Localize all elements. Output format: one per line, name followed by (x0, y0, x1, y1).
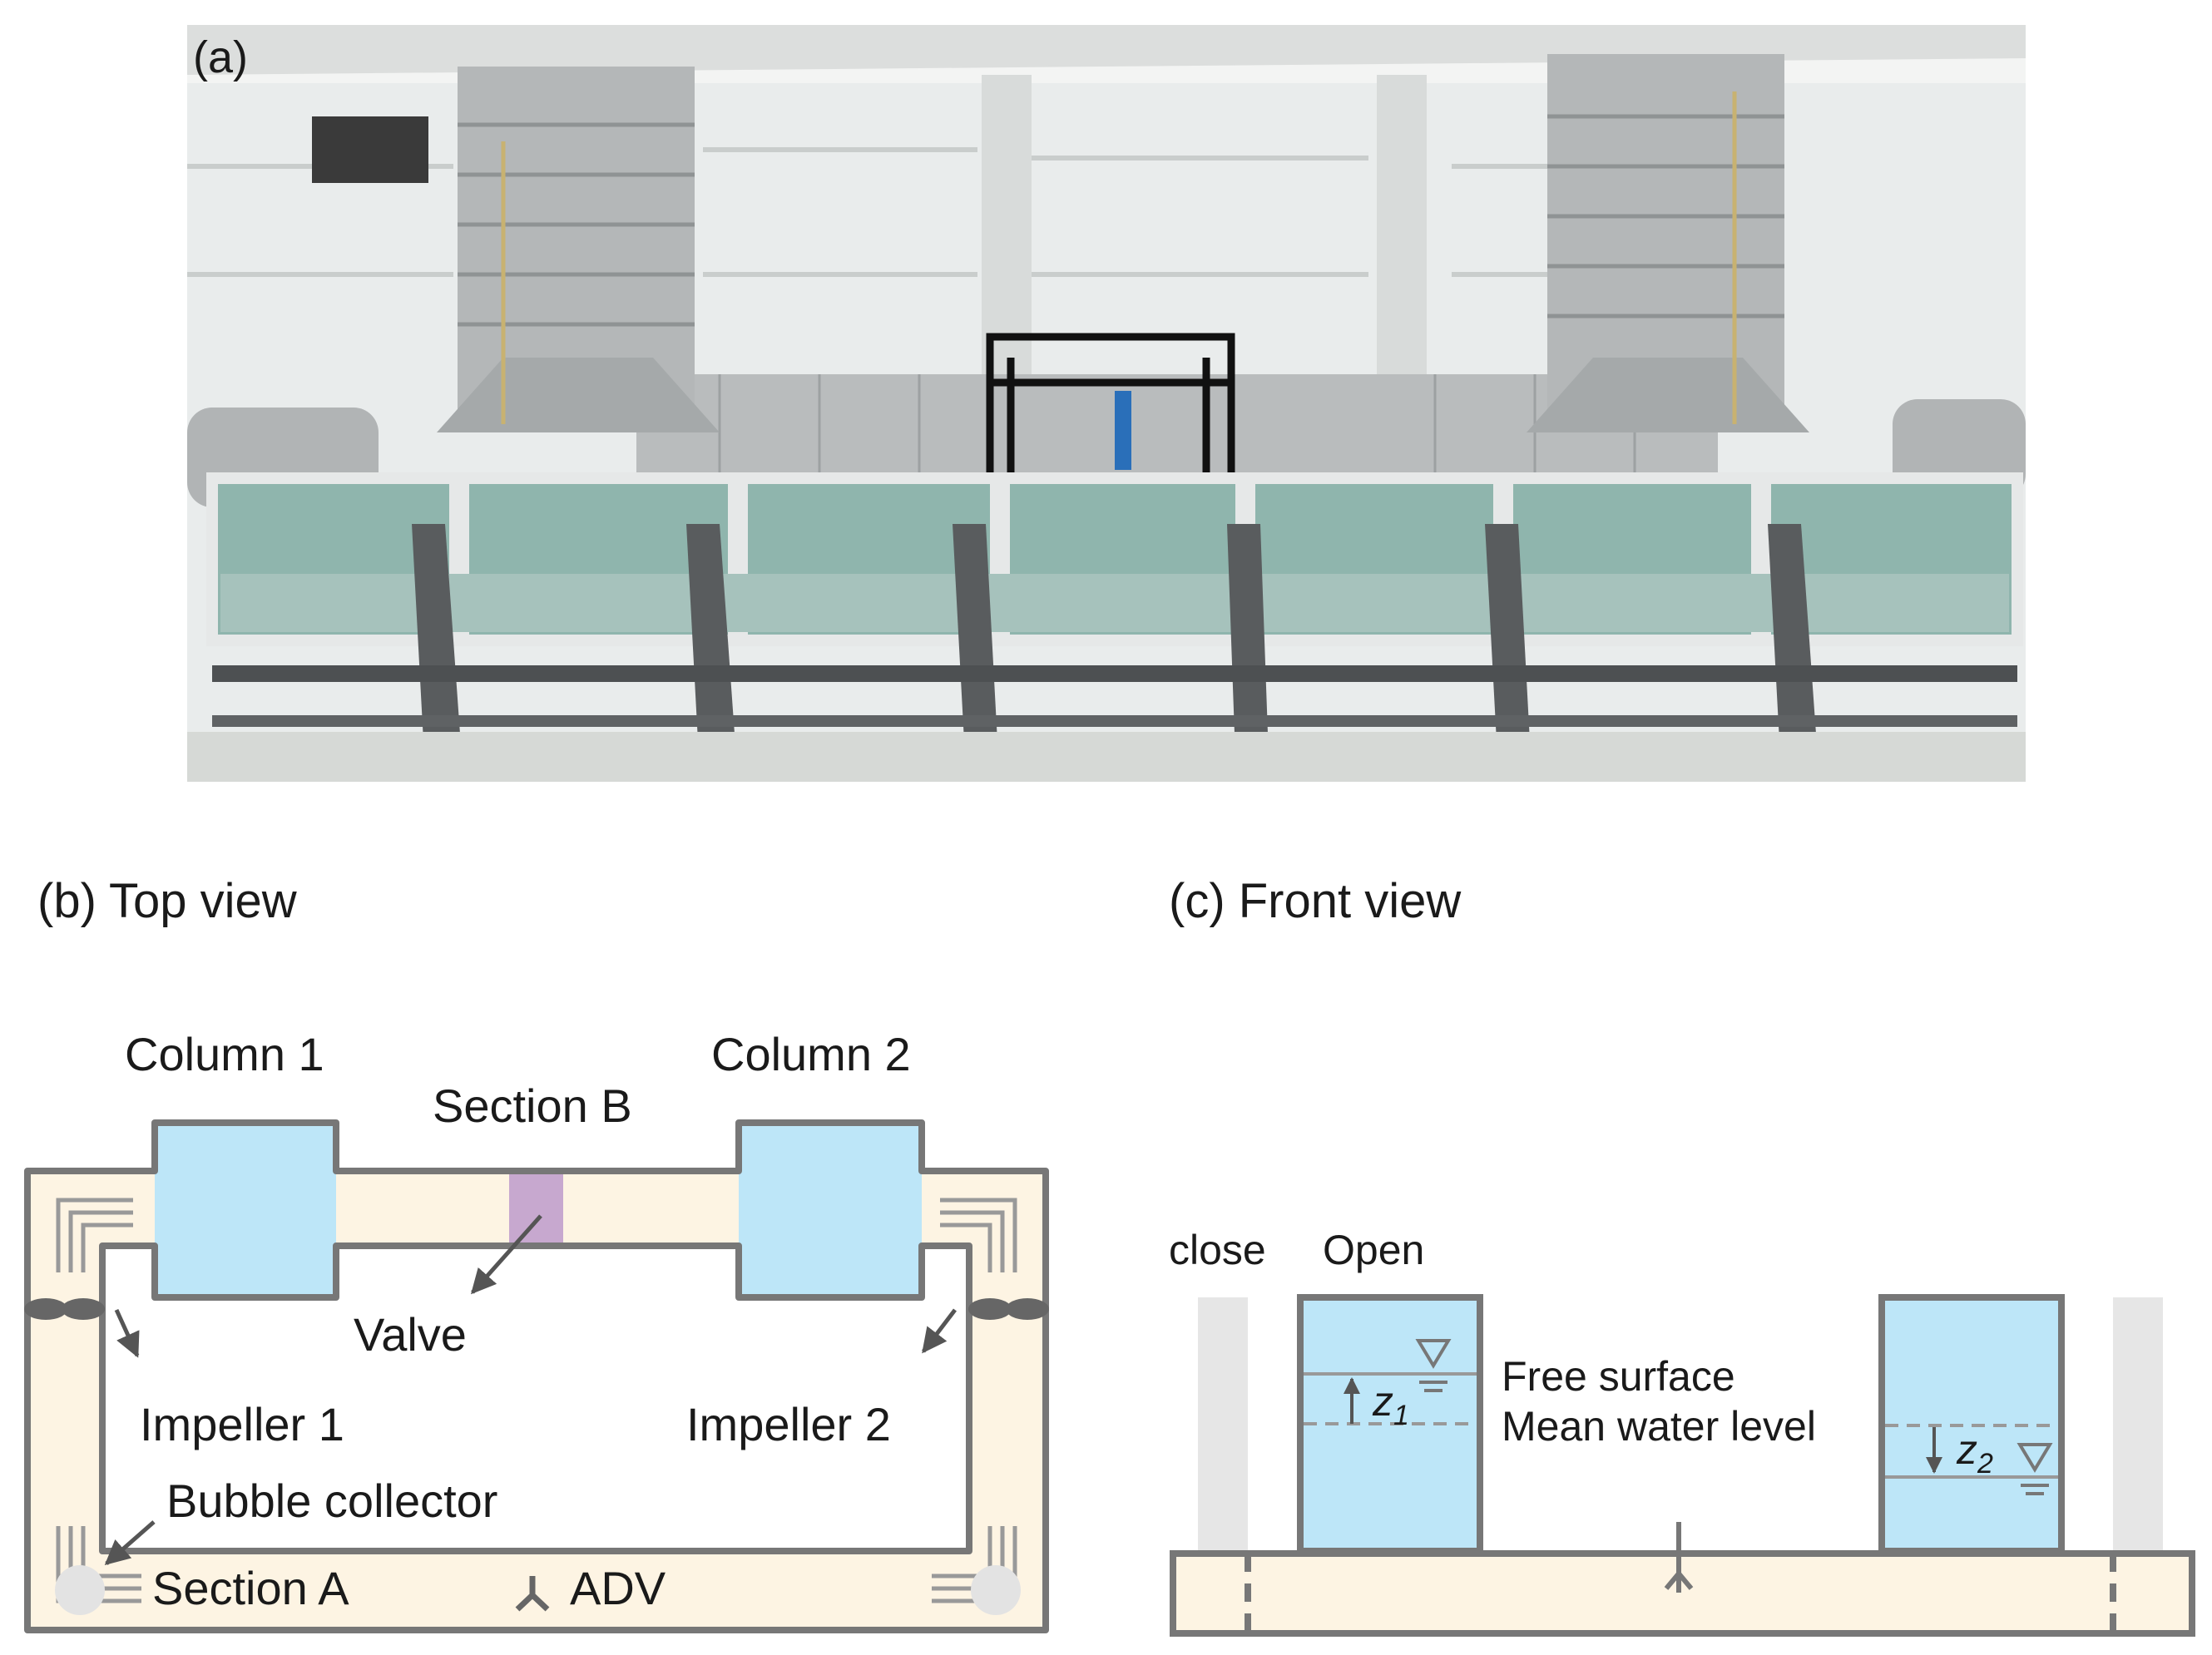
mean-water-level-label: Mean water level (1502, 1403, 1816, 1450)
impeller-2-label: Impeller 2 (686, 1398, 891, 1450)
valve-section (509, 1171, 563, 1244)
closed-gate-left (1198, 1297, 1248, 1551)
close-label: close (1169, 1227, 1266, 1273)
bubble-collector-arrow (104, 1520, 156, 1565)
front-view-diagram (1148, 1281, 2212, 1654)
column-1-label: Column 1 (125, 1028, 324, 1080)
z1-label: z1 (1373, 1378, 1409, 1431)
closed-gate-right (2113, 1297, 2163, 1551)
impeller-1-arrow (114, 1308, 140, 1358)
column-2-label: Column 2 (711, 1028, 911, 1080)
adv-probe-front (1664, 1522, 1694, 1593)
open-label: Open (1323, 1227, 1425, 1273)
bottom-channel (1170, 1550, 2195, 1637)
flume-photograph (187, 25, 2026, 782)
valve-arrow (471, 1214, 542, 1295)
column-2-water (739, 1123, 922, 1297)
impeller-2-arrow (922, 1308, 957, 1354)
panel-b-title: (b) Top view (37, 874, 297, 928)
section-a-label: Section A (152, 1562, 349, 1614)
bubble-collector-label: Bubble collector (166, 1475, 498, 1527)
adv-label: ADV (570, 1562, 666, 1614)
impeller-1-label: Impeller 1 (140, 1398, 344, 1450)
column-1-water (155, 1123, 336, 1297)
top-view-diagram (0, 1106, 1081, 1655)
panel-a-label: (a) (193, 32, 248, 82)
bubble-collector-right (971, 1565, 1021, 1615)
bubble-collector-left (55, 1565, 105, 1615)
panel-c-title: (c) Front view (1169, 874, 1462, 928)
column-2-front (1878, 1294, 2065, 1554)
adv-symbol (515, 1576, 550, 1612)
valve-label: Valve (354, 1308, 467, 1361)
section-b-label: Section B (433, 1079, 632, 1132)
free-surface-label: Free surface (1502, 1353, 1735, 1400)
z2-label: z2 (1957, 1426, 1993, 1480)
impeller-shapes (24, 1298, 1049, 1320)
